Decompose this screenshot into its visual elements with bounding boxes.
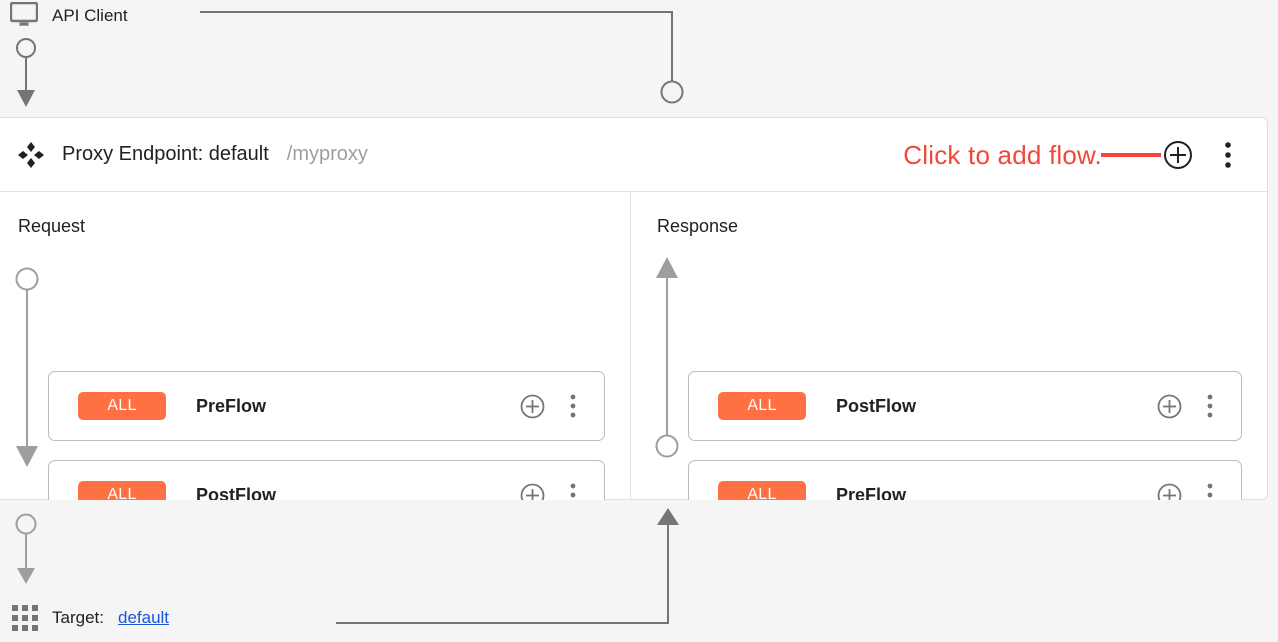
request-column-title: Request [18, 216, 86, 236]
flow-columns: Request ALL PreFlow [0, 192, 1267, 530]
target-band: Target: default [0, 500, 1278, 642]
target-node: Target: default [12, 605, 169, 631]
response-column: Response ALL PostFlow [631, 192, 1267, 530]
flow-name: PreFlow [836, 484, 907, 505]
annotation-click-to-add-flow: Click to add flow. [903, 139, 1102, 170]
apps-grid-icon[interactable] [12, 605, 38, 631]
proxy-header-actions: Click to add flow. [903, 118, 1267, 192]
target-endpoint-link[interactable]: default [117, 608, 170, 627]
response-column-title: Response [657, 216, 739, 236]
flow-condition-badge: ALL [718, 392, 806, 420]
flow-condition-badge: ALL [78, 392, 166, 420]
add-step-button[interactable] [520, 394, 545, 419]
api-client-node: API Client [10, 2, 128, 28]
api-client-label: API Client [52, 5, 128, 25]
flow-card[interactable]: ALL PostFlow [688, 371, 1242, 441]
proxy-endpoint-title: Proxy Endpoint: default [62, 143, 269, 165]
flow-card[interactable]: ALL PreFlow [48, 371, 605, 441]
add-flow-button[interactable] [1163, 140, 1193, 170]
flow-name: PostFlow [836, 395, 916, 416]
proxy-endpoint-header: Proxy Endpoint: default /myproxy Click t… [0, 118, 1267, 192]
flow-menu-button[interactable] [1182, 393, 1241, 419]
drag-handle-icon[interactable] [18, 141, 44, 168]
request-flow-list: ALL PreFlow [48, 371, 605, 549]
api-client-band: API Client [0, 0, 1278, 117]
request-column: Request ALL PreFlow [0, 192, 631, 530]
annotation-pointer-line [1101, 153, 1161, 157]
monitor-icon [10, 2, 38, 28]
add-step-button[interactable] [1157, 394, 1182, 419]
flow-menu-button[interactable] [545, 393, 604, 419]
target-label: Target: [52, 608, 104, 627]
proxy-basepath: /myproxy [286, 143, 368, 165]
flow-name: PostFlow [196, 484, 276, 505]
proxy-endpoint-panel: Proxy Endpoint: default /myproxy Click t… [0, 117, 1268, 530]
flow-name: PreFlow [196, 395, 267, 416]
proxy-endpoint-menu-button[interactable] [1193, 140, 1267, 170]
